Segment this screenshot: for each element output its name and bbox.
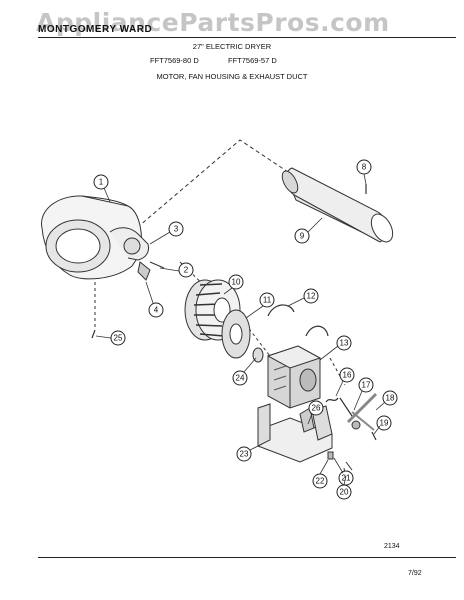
svg-text:24: 24 — [236, 374, 245, 383]
svg-text:25: 25 — [114, 334, 123, 343]
watermark: AppliancePartsPros.com — [36, 8, 390, 37]
diagram-code: 2134 — [384, 543, 400, 550]
callout-9: 9 — [294, 228, 310, 244]
svg-text:2: 2 — [184, 266, 189, 275]
callout-10: 10 — [228, 274, 244, 290]
motor — [266, 345, 322, 409]
section-title: MOTOR, FAN HOUSING & EXHAUST DUCT — [156, 72, 308, 81]
callout-3: 3 — [168, 221, 184, 237]
svg-text:9: 9 — [300, 232, 305, 241]
callout-4: 4 — [148, 302, 164, 318]
svg-text:12: 12 — [307, 292, 316, 301]
callout-26: 26 — [308, 400, 324, 416]
svg-text:23: 23 — [240, 450, 249, 459]
svg-text:21: 21 — [342, 474, 351, 483]
svg-text:1: 1 — [99, 178, 104, 187]
svg-text:13: 13 — [340, 339, 349, 348]
callout-16: 16 — [339, 367, 355, 383]
callout-24: 24 — [232, 370, 248, 386]
model-number-b: FFT7569-57 D — [228, 56, 277, 65]
header-rule — [38, 37, 456, 38]
svg-text:10: 10 — [232, 278, 241, 287]
callout-11: 11 — [259, 292, 275, 308]
seal-plate — [221, 309, 251, 359]
blower-housing — [41, 195, 149, 280]
svg-text:11: 11 — [263, 296, 272, 305]
svg-text:3: 3 — [174, 225, 179, 234]
callout-18: 18 — [382, 390, 398, 406]
exhaust-duct — [281, 167, 394, 243]
svg-text:16: 16 — [343, 371, 352, 380]
guide-line — [131, 139, 301, 233]
svg-text:20: 20 — [340, 488, 349, 497]
callout-8: 8 — [356, 159, 372, 175]
callout-25: 25 — [110, 330, 126, 346]
callout-19: 19 — [376, 415, 392, 431]
svg-text:18: 18 — [386, 394, 395, 403]
callout-20: 20 — [336, 484, 352, 500]
brand-label: MONTGOMERY WARD — [38, 24, 153, 35]
footer-rule — [38, 557, 456, 558]
svg-text:17: 17 — [362, 381, 371, 390]
callout-22: 22 — [312, 473, 328, 489]
svg-text:19: 19 — [380, 419, 389, 428]
svg-text:4: 4 — [154, 306, 159, 315]
svg-text:8: 8 — [362, 163, 367, 172]
model-number-a: FFT7569-80 D — [150, 56, 199, 65]
callout-12: 12 — [303, 288, 319, 304]
callout-23: 23 — [236, 446, 252, 462]
svg-text:26: 26 — [312, 404, 321, 413]
callout-2: 2 — [178, 262, 194, 278]
callout-13: 13 — [336, 335, 352, 351]
svg-text:22: 22 — [316, 477, 325, 486]
callout-21: 21 — [338, 470, 354, 486]
callout-17: 17 — [358, 377, 374, 393]
revision-date: 7/92 — [408, 570, 422, 577]
callout-1: 1 — [93, 174, 109, 190]
diagram-title: 27" ELECTRIC DRYER — [192, 42, 272, 51]
